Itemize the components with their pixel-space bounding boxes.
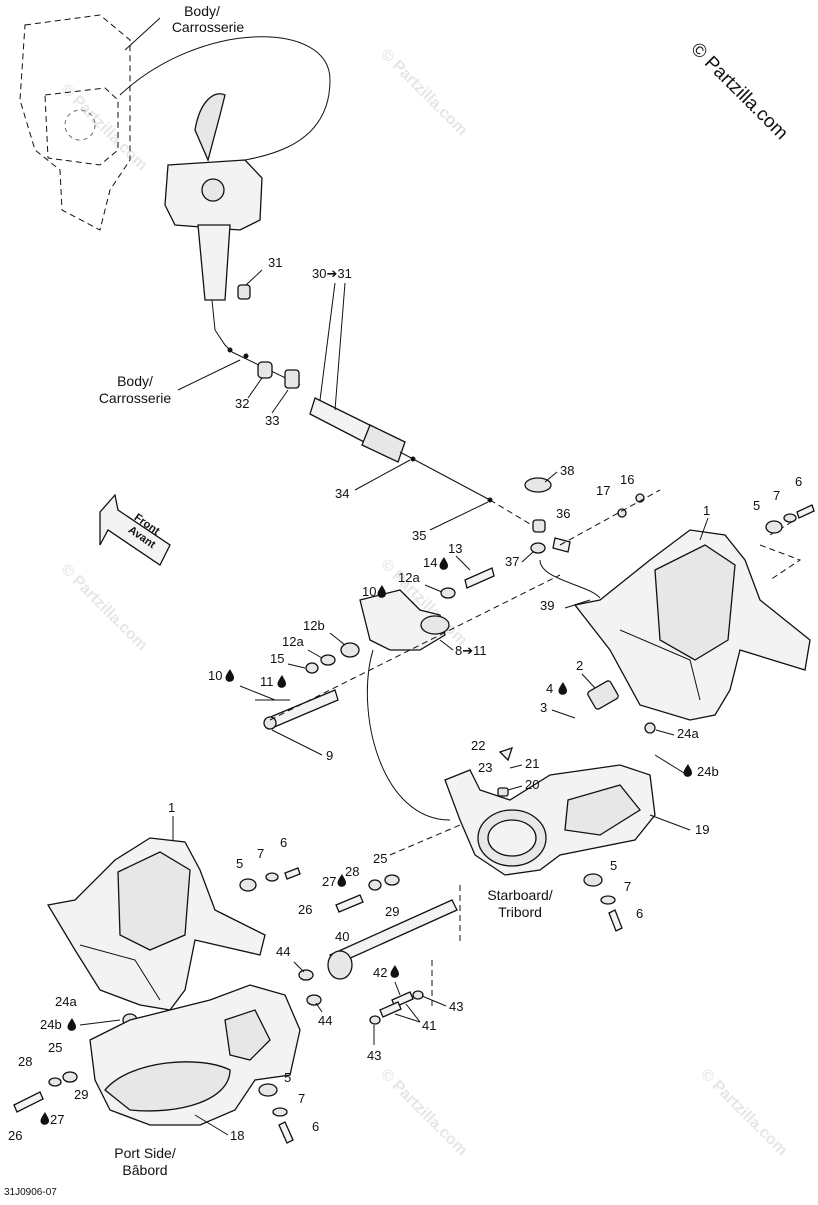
callout-30-31: 30➔31 <box>312 266 352 281</box>
callout-29-lower: 29 <box>74 1087 88 1102</box>
bracket-starboard-upper <box>573 519 811 734</box>
callout-20: 20 <box>525 777 539 792</box>
callout-44-upper: 44 <box>276 944 290 959</box>
front-direction-arrow: Front Avant <box>99 493 171 566</box>
callout-6-right: 6 <box>636 906 643 921</box>
watermark-7: © Partzilla.com <box>697 1066 790 1159</box>
caption-starboard-line1: Starboard/ <box>487 887 552 903</box>
callout-29-right: 29 <box>385 904 399 919</box>
callout-5-right: 5 <box>610 858 617 873</box>
callout-5-lower: 5 <box>236 856 243 871</box>
callout-24a-upper: 24a <box>677 726 699 741</box>
callout-19: 19 <box>695 822 709 837</box>
callout-1-lower: 1 <box>168 800 175 815</box>
callout-10-lower: 10 <box>208 668 222 683</box>
callout-41: 41 <box>422 1018 436 1033</box>
callout-23: 23 <box>478 760 492 775</box>
center-lever-assembly <box>263 567 561 821</box>
caption-port-line2: Bâbord <box>122 1162 167 1178</box>
callout-39: 39 <box>540 598 554 613</box>
callout-13: 13 <box>448 541 462 556</box>
callout-2: 2 <box>576 658 583 673</box>
watermark-6: © Partzilla.com <box>377 1066 470 1159</box>
caption-body-top-line1: Body/ <box>184 3 220 19</box>
callout-26-lower: 26 <box>8 1128 22 1143</box>
callout-35: 35 <box>412 528 426 543</box>
callout-6-bottom: 6 <box>312 1119 319 1134</box>
callout-11: 11 <box>260 674 274 689</box>
callout-24b-lower: 24b <box>40 1017 62 1032</box>
callout-42: 42 <box>373 965 387 980</box>
callout-7-lower: 7 <box>257 846 264 861</box>
caption-body-mid-line1: Body/ <box>117 373 153 389</box>
callout-6-lower: 6 <box>280 835 287 850</box>
callout-10-upper: 10 <box>362 584 376 599</box>
throttle-cable-assembly <box>227 347 541 531</box>
callout-43-lower: 43 <box>367 1048 381 1063</box>
drawing-number: 31J0906-07 <box>4 1187 57 1198</box>
callout-9: 9 <box>326 748 333 763</box>
callout-43-right: 43 <box>449 999 463 1014</box>
watermark-2: © Partzilla.com <box>377 46 470 139</box>
callout-34: 34 <box>335 486 349 501</box>
callout-27-right: 27 <box>322 874 336 889</box>
callout-5-upper: 5 <box>753 498 760 513</box>
throttle-lever-housing <box>164 93 263 353</box>
callout-28-right: 28 <box>345 864 359 879</box>
caption-body-mid-line2: Carrosserie <box>99 390 172 406</box>
callout-14: 14 <box>423 555 437 570</box>
callout-26-right: 26 <box>298 902 312 917</box>
callout-7-right: 7 <box>624 879 631 894</box>
bracket-port-lower <box>46 837 301 1027</box>
callout-7-upper: 7 <box>773 488 780 503</box>
callout-4: 4 <box>546 681 553 696</box>
body-panel-illustration <box>19 14 331 231</box>
callout-12b: 12b <box>303 618 325 633</box>
callout-32: 32 <box>235 396 249 411</box>
callout-8-11: 8➔11 <box>455 643 487 658</box>
callout-group: 31 30➔31 32 33 34 35 38 36 37 17 16 39 1… <box>8 255 815 1143</box>
copyright-text: © Partzilla.com <box>686 39 791 144</box>
callout-31: 31 <box>268 255 282 270</box>
callout-25-right: 25 <box>373 851 387 866</box>
callout-7-bottom: 7 <box>298 1091 305 1106</box>
callout-27-lower: 27 <box>50 1112 64 1127</box>
callout-12a-lower: 12a <box>282 634 304 649</box>
caption-starboard-line2: Tribord <box>498 904 542 920</box>
callout-40: 40 <box>335 929 349 944</box>
watermark-1: © Partzilla.com <box>57 81 150 174</box>
callout-15: 15 <box>270 651 284 666</box>
callout-24b-upper: 24b <box>697 764 719 779</box>
cable-end-parts <box>524 477 661 599</box>
callout-3: 3 <box>540 700 547 715</box>
deflector-starboard <box>444 746 656 932</box>
caption-body-top-line2: Carrosserie <box>172 19 245 35</box>
callout-36: 36 <box>556 506 570 521</box>
cross-tube <box>13 824 461 1113</box>
callout-37: 37 <box>505 554 519 569</box>
callout-5-bottom: 5 <box>284 1070 291 1085</box>
callout-6-upper: 6 <box>795 474 802 489</box>
callout-18: 18 <box>230 1128 244 1143</box>
callout-21: 21 <box>525 756 539 771</box>
callout-44-lower: 44 <box>318 1013 332 1028</box>
caption-port-line1: Port Side/ <box>114 1145 176 1161</box>
watermark-3: © Partzilla.com <box>57 561 150 654</box>
callout-22: 22 <box>471 738 485 753</box>
callout-38: 38 <box>560 463 574 478</box>
callout-24a-lower: 24a <box>55 994 77 1009</box>
callout-16: 16 <box>620 472 634 487</box>
callout-33: 33 <box>265 413 279 428</box>
callout-28-lower: 28 <box>18 1054 32 1069</box>
callout-1-upper: 1 <box>703 503 710 518</box>
callout-12a-upper: 12a <box>398 570 420 585</box>
callout-17: 17 <box>596 483 610 498</box>
deflector-port <box>89 984 301 1144</box>
callout-25-lower: 25 <box>48 1040 62 1055</box>
